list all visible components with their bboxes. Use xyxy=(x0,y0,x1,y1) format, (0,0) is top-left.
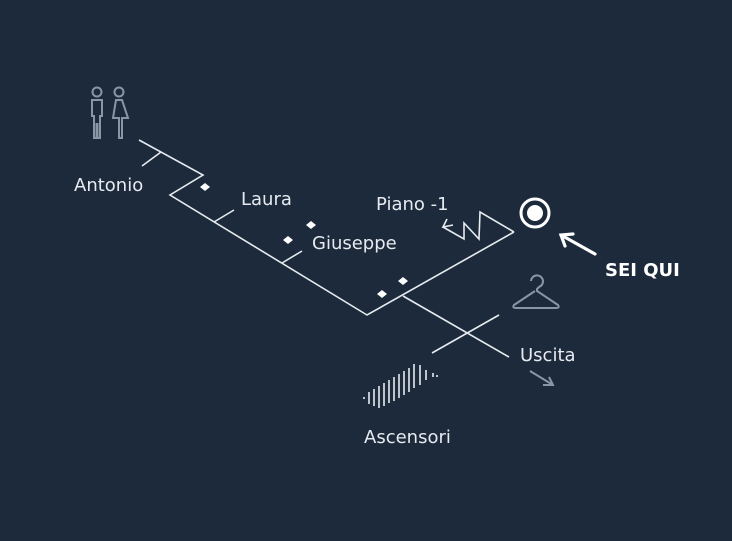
stairs-label: Piano -1 xyxy=(376,194,449,215)
room-laura-door xyxy=(213,209,235,223)
stairs-icon xyxy=(441,210,515,241)
restroom-icon xyxy=(91,86,130,139)
you-are-here-icon xyxy=(519,197,551,229)
room-label-laura: Laura xyxy=(241,189,292,210)
room-giuseppe-door xyxy=(281,250,303,264)
room-antonio-door xyxy=(141,151,162,167)
pointer-arrow-icon xyxy=(558,232,597,256)
corridor-paths xyxy=(138,139,515,358)
exit-label: Uscita xyxy=(520,345,576,366)
elevators-label: Ascensori xyxy=(364,427,451,448)
room-label-giuseppe: Giuseppe xyxy=(312,233,397,254)
elevator-icon xyxy=(363,364,438,408)
hanger-icon xyxy=(512,274,560,309)
room-label-antonio: Antonio xyxy=(74,175,143,196)
you-are-here-label: SEI QUI xyxy=(605,260,680,281)
exit-arrow-icon xyxy=(529,370,555,386)
waypoint-markers xyxy=(200,183,408,298)
